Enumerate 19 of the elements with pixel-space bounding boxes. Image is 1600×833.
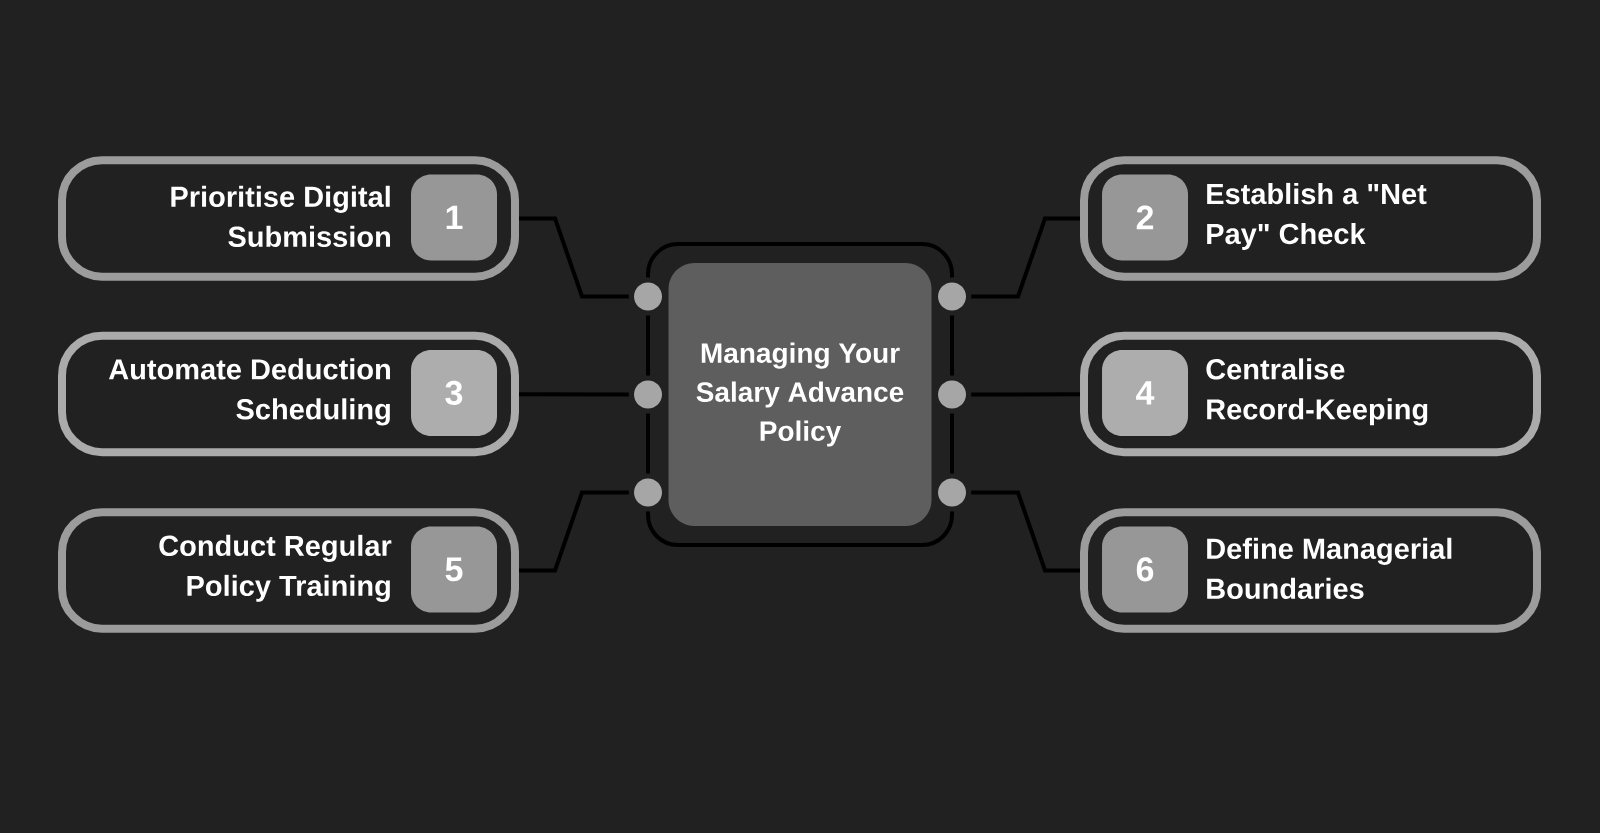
connector-dot (634, 380, 662, 409)
number-badge: 3 (411, 349, 497, 436)
connector-dot (938, 478, 966, 507)
number-badge: 6 (1102, 526, 1188, 613)
connector-dot (938, 380, 966, 409)
connector-dot (634, 282, 662, 311)
connector-line (971, 216, 1080, 299)
number-badge: 4 (1102, 349, 1188, 436)
connector-line (519, 216, 629, 299)
connector-line (519, 392, 629, 397)
number-badge: 5 (411, 526, 497, 613)
connector-line (971, 490, 1080, 573)
topic-box: Managing Your Salary Advance Policy (668, 263, 932, 526)
number-badge: 2 (1102, 174, 1188, 261)
number-badge: 1 (411, 174, 497, 261)
connector-dot (938, 282, 966, 311)
connector-dot (634, 478, 662, 507)
connector-line (971, 392, 1080, 397)
connector-line (519, 490, 629, 573)
